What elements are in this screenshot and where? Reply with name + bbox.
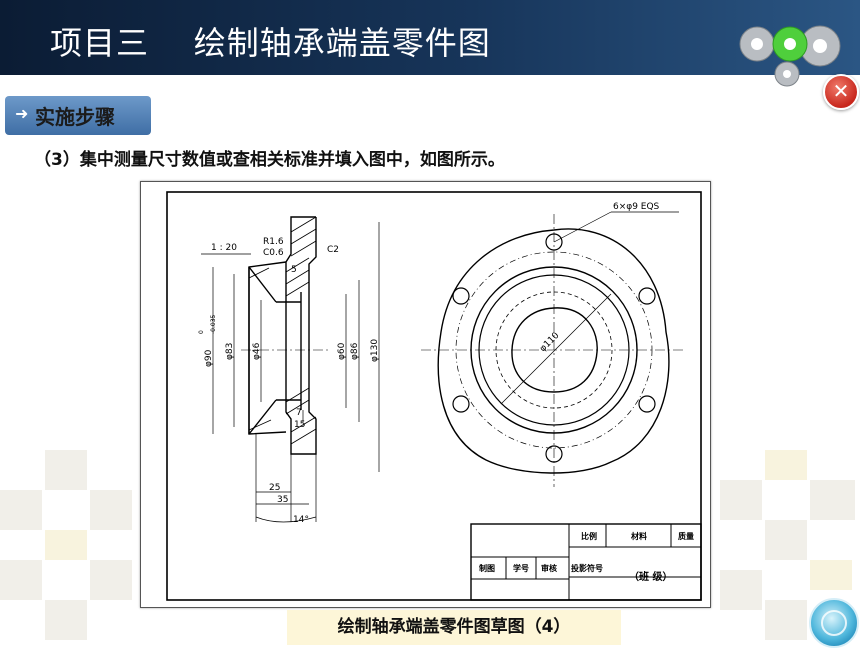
radius-label: R1.6 [263,237,284,247]
close-icon: ✕ [832,79,850,103]
hole-note-label: 6×φ9 EQS [613,202,660,212]
dim-phi46-label: φ46 [252,342,262,360]
dim-5-label: 5 [291,265,297,275]
arrow-right-icon: ➜ [15,104,29,123]
slope-label: 1 : 20 [211,243,237,253]
navigation-button[interactable] [809,598,859,648]
dim-15-label: 15 [294,420,305,430]
close-button[interactable]: ✕ [823,74,859,110]
dim-phi90-label: φ90 [204,349,214,367]
dim-phi90-tol-upper: 0 [198,330,205,334]
instruction-text: （3）集中测量尺寸数值或查相关标准并填入图中，如图所示。 [34,150,505,170]
chamfer-small-label: C0.6 [263,248,284,258]
tb-checked-label: 审核 [541,563,557,573]
drawing-border [166,191,702,601]
tb-class-label: （班 级） [629,570,672,583]
dim-phi90-tol-lower: -0.035 [210,314,217,334]
drawing-canvas: 1 : 20 R1.6 C0.6 C2 5 7 15 25 35 14° φ90… [166,191,702,601]
dim-phi60-label: φ60 [337,342,347,360]
chamfer-label: C2 [327,245,339,255]
step-badge: ➜ 实施步骤 [5,96,151,135]
tb-drawn-label: 制图 [479,563,495,573]
caption-box: 绘制轴承端盖零件图草图（4） [287,610,621,645]
engineering-drawing: 1 : 20 R1.6 C0.6 C2 5 7 15 25 35 14° φ90… [140,181,711,608]
title-block [470,523,702,601]
bolt-holes [452,233,656,463]
figure-caption: 绘制轴承端盖零件图草图（4） [337,617,571,637]
dim-phi110-label: φ110 [538,331,562,355]
dim-14deg-label: 14° [293,515,309,525]
tb-scale-label: 比例 [581,531,597,541]
tb-material-label: 材料 [631,531,647,541]
dim-25-label: 25 [269,483,280,493]
tb-projection-label: 投影符号 [571,563,603,573]
header-bar: 项目三 绘制轴承端盖零件图 [0,0,860,75]
dim-7-label: 7 [296,408,302,418]
dim-35-label: 35 [277,495,288,505]
dim-phi130-label: φ130 [370,339,380,362]
nav-orb-icon [821,610,847,636]
dimension-lines [201,222,380,523]
section-hatch [248,216,317,445]
front-centerlines [421,214,686,487]
background-tiles [0,450,860,645]
tb-student-no-label: 学号 [513,563,529,573]
dim-phi86-label: φ86 [350,342,360,360]
page-title: 项目三 绘制轴承端盖零件图 [50,24,491,62]
step-label: 实施步骤 [35,105,115,129]
gears-icon [735,14,845,94]
tb-mass-label: 质量 [678,531,694,541]
dim-phi83-label: φ83 [225,343,235,360]
